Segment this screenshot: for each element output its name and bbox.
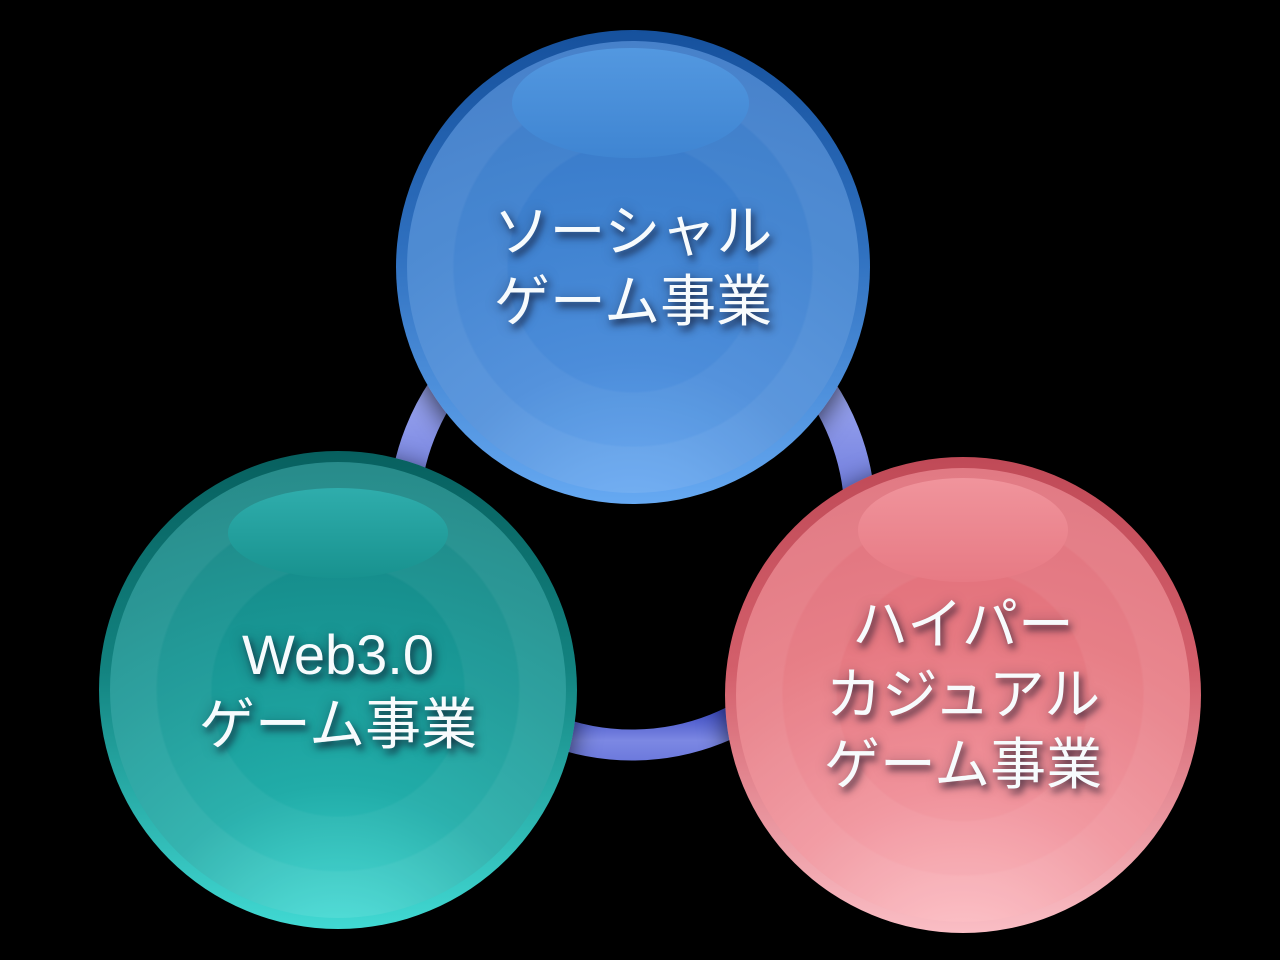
node-social-game-business: ソーシャル ゲーム事業 [396,30,870,504]
node-label: ソーシャル ゲーム事業 [396,30,870,504]
label-line: ゲーム事業 [198,693,478,756]
node-hyper-casual-game-business: ハイパー カジュアル ゲーム事業 [725,457,1201,933]
gloss-highlight [512,48,750,158]
label-line: カジュアル [825,663,1101,726]
node-label: ハイパー カジュアル ゲーム事業 [725,457,1201,933]
label-line: ゲーム事業 [823,733,1103,796]
label-line: Web3.0 [242,623,434,686]
label-line: ゲーム事業 [493,270,773,333]
node-web3-game-business: Web3.0 ゲーム事業 [99,451,577,929]
label-line: ハイパー [852,593,1074,656]
node-label: Web3.0 ゲーム事業 [99,451,577,929]
gloss-highlight [858,477,1068,582]
gloss-highlight [228,487,448,578]
label-line: ソーシャル [493,200,773,263]
